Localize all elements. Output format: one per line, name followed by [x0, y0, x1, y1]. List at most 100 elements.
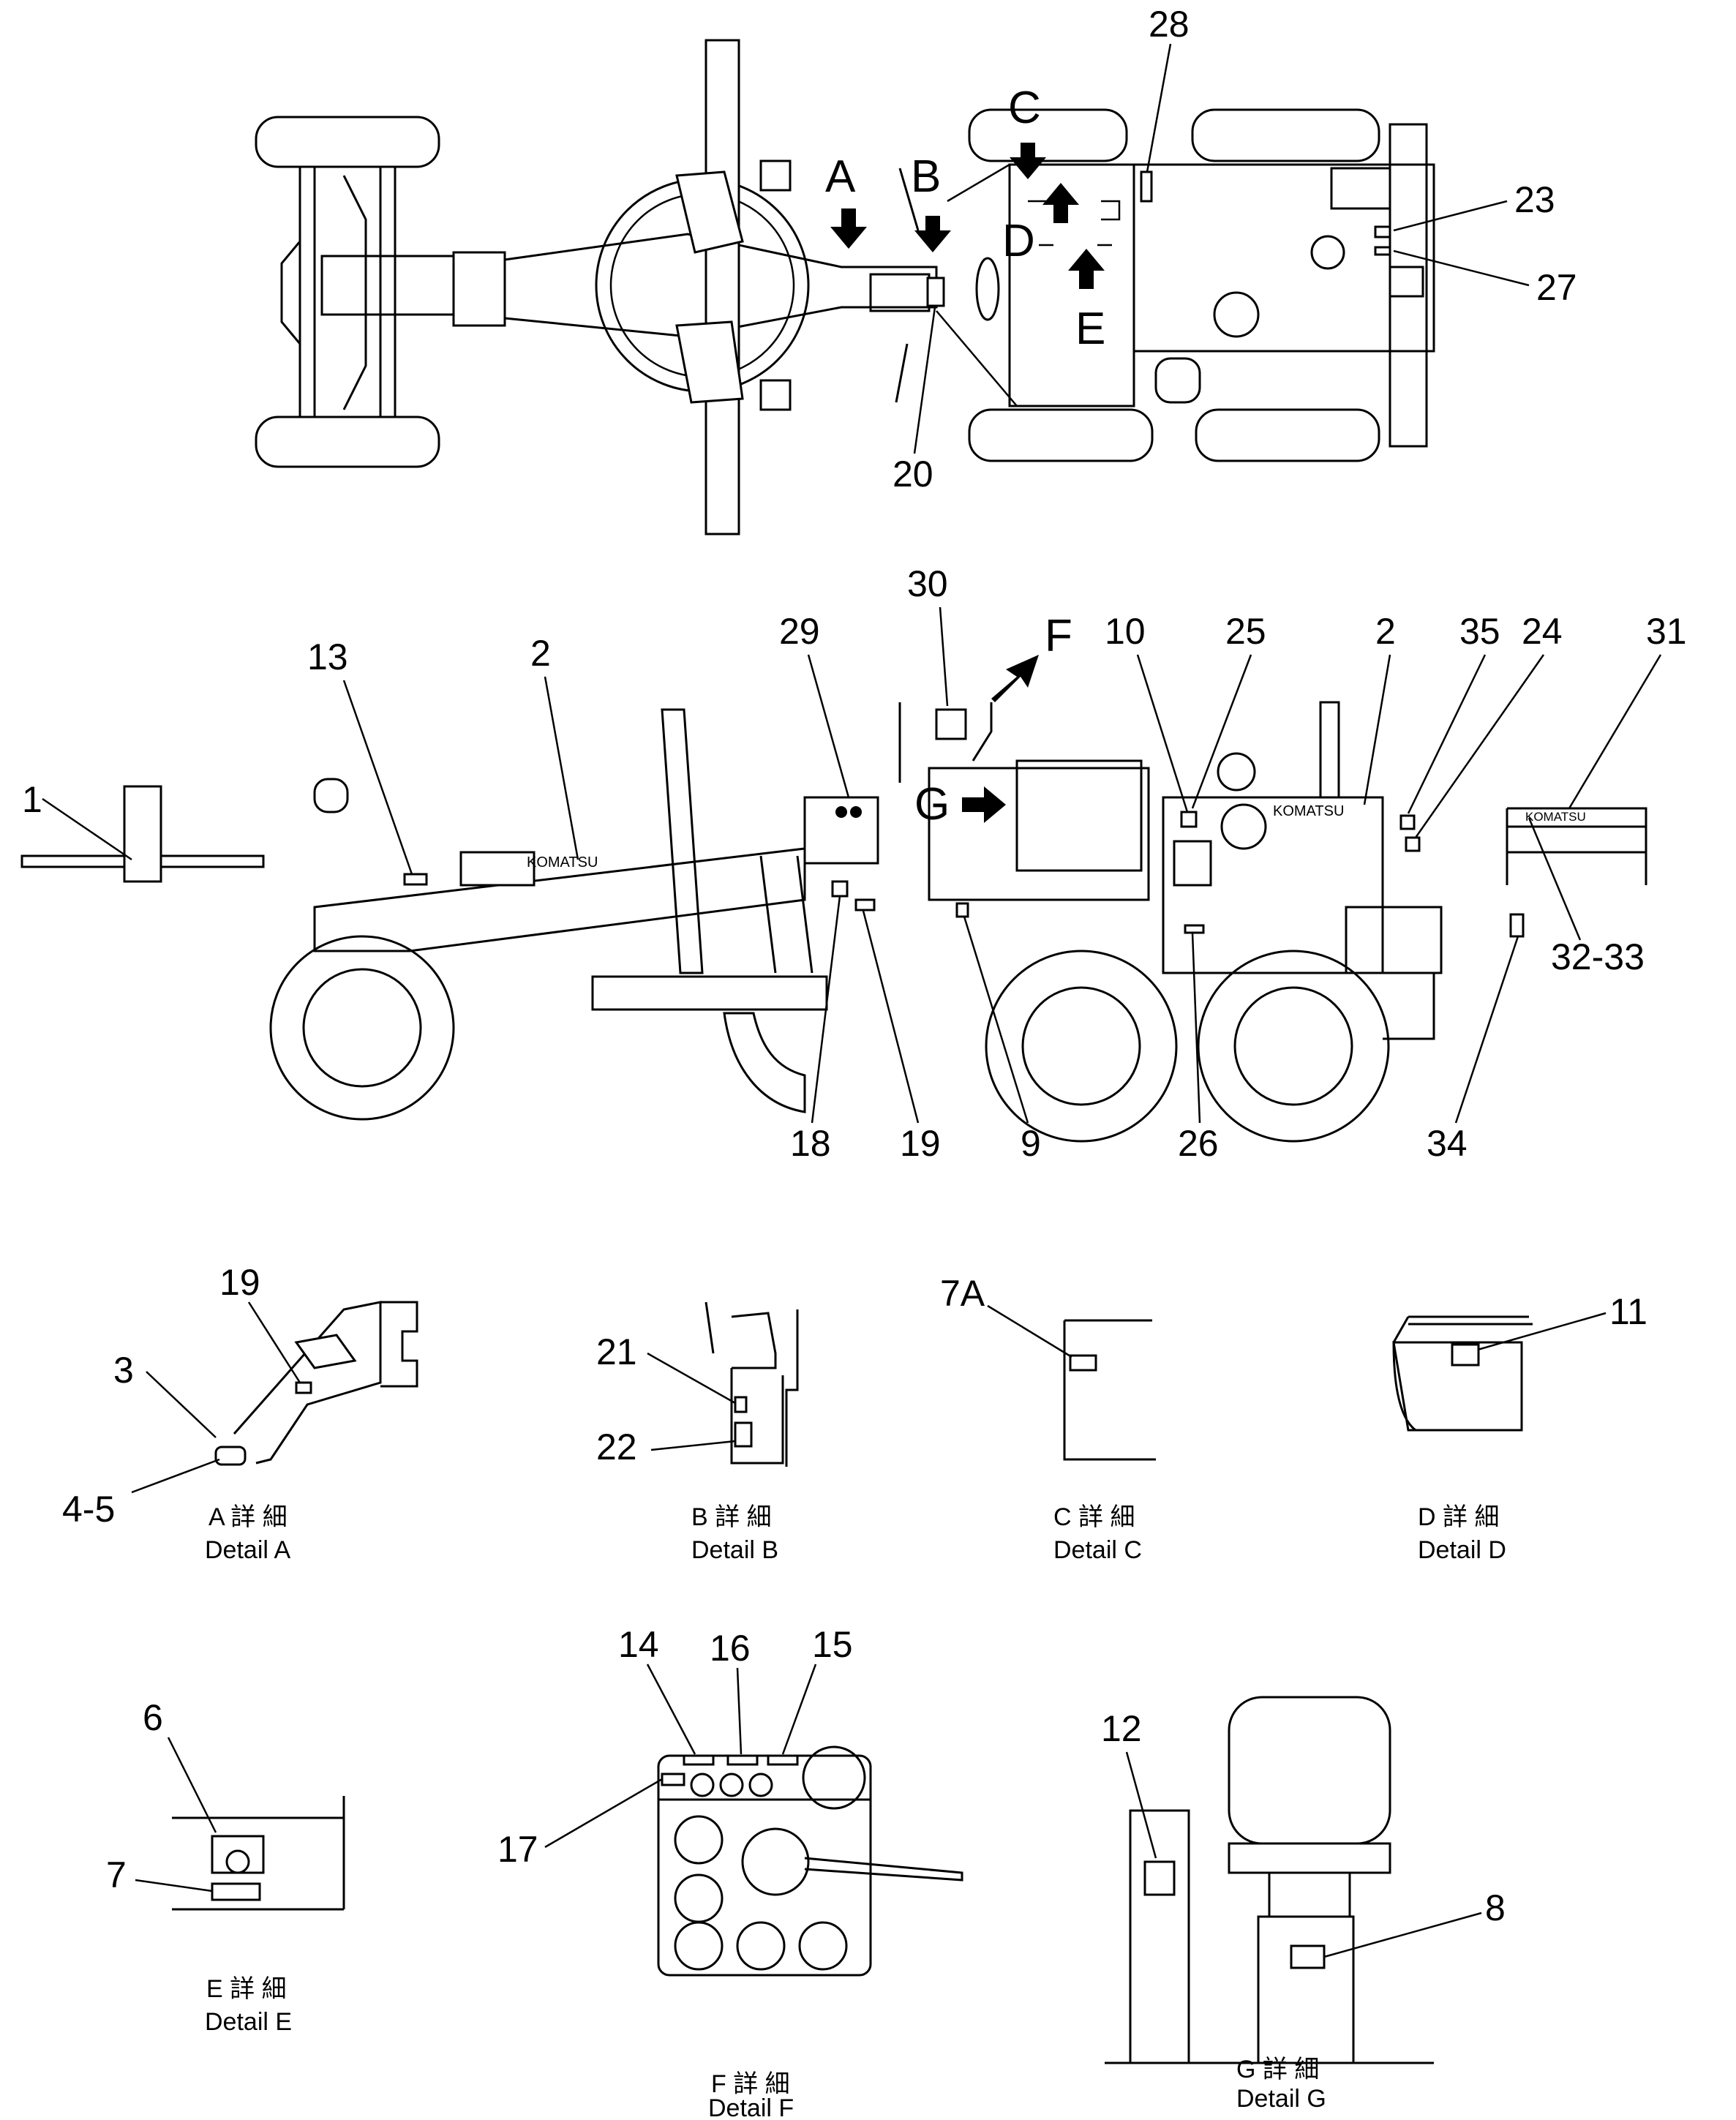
detail-d: 11 D 詳 細 Detail D [1392, 1291, 1647, 1564]
label-35-spot [1399, 814, 1416, 830]
leader-3 [146, 1371, 217, 1438]
leader-26 [1191, 932, 1201, 1124]
detail-b-code: B 詳 細 [691, 1503, 772, 1531]
leader-19a [247, 1301, 301, 1383]
detail-g-console [1129, 1809, 1190, 2064]
detail-f-label-15 [767, 1754, 799, 1766]
shift-lever [804, 1857, 963, 1882]
rear-small-box [1389, 266, 1424, 298]
callout-29: 29 [779, 611, 820, 652]
fuel-cap-top [1310, 235, 1345, 270]
detail-f-label-14 [683, 1754, 715, 1766]
leader-19b [862, 910, 920, 1124]
detail-g-label-12 [1143, 1860, 1176, 1896]
detail-c: 7A C 詳 細 Detail C [940, 1273, 1156, 1564]
cab-top [1008, 163, 1135, 407]
arrow-a-icon [830, 208, 867, 249]
leader-21 [647, 1352, 736, 1405]
callout-23: 23 [1514, 179, 1555, 220]
detail-b-label-21 [734, 1396, 748, 1413]
cab-pillars [898, 702, 993, 783]
callout-12: 12 [1101, 1708, 1142, 1749]
callout-2b: 2 [1375, 611, 1396, 652]
callout-25: 25 [1225, 611, 1266, 652]
callout-26: 26 [1178, 1123, 1219, 1164]
front-link [342, 175, 367, 410]
arrow-d-icon [1042, 183, 1079, 223]
front-axle [298, 167, 397, 417]
leader-12 [1125, 1751, 1157, 1859]
gauge-1 [674, 1815, 724, 1865]
arrow-f-icon [991, 655, 1039, 702]
detail-g-title: Detail G [1236, 2085, 1326, 2113]
callout-17: 17 [497, 1829, 538, 1870]
callout-8: 8 [1485, 1887, 1506, 1928]
frame-side [313, 847, 806, 952]
callout-3: 3 [113, 1350, 134, 1391]
arrow-e-icon [1068, 249, 1105, 289]
callout-24: 24 [1522, 611, 1563, 652]
rear-wheel-1-side [985, 950, 1178, 1143]
gauge-5 [798, 1921, 848, 1971]
lamp-dot-2 [850, 806, 862, 818]
detail-g-pedestal [1257, 1915, 1355, 2064]
callout-27: 27 [1536, 267, 1577, 308]
detail-e-title: Detail E [205, 2008, 292, 2036]
leader-2a [544, 676, 579, 860]
leader-24 [1414, 654, 1545, 838]
front-tire-top [255, 116, 440, 168]
detail-a-label-19 [295, 1381, 312, 1394]
label-26-spot [1184, 924, 1205, 934]
detail-d-title: Detail D [1418, 1536, 1506, 1564]
leader-32-33 [1528, 817, 1582, 941]
link-cylinders [759, 855, 813, 974]
callout-9: 9 [1021, 1123, 1041, 1164]
fuel-cap-side [1220, 803, 1267, 850]
detail-a-code: A 詳 細 [208, 1503, 288, 1531]
rops-frame [1506, 807, 1647, 885]
detail-c-panel [1063, 1319, 1156, 1461]
rops-brand: KOMATSU [1525, 810, 1586, 824]
detail-a-bracket [380, 1301, 418, 1388]
seat-back-side [1015, 759, 1143, 872]
exhaust-stack [1319, 701, 1340, 799]
gauge-small-1 [690, 1773, 715, 1797]
callout-7a: 7A [940, 1273, 985, 1314]
callout-21: 21 [596, 1331, 637, 1372]
leader-8 [1323, 1912, 1482, 1958]
leader-27 [1393, 249, 1530, 287]
detail-g-seat-back [1228, 1696, 1391, 1845]
gauge-3 [674, 1921, 724, 1971]
leader-2b [1363, 654, 1391, 805]
detail-c-code: C 詳 細 [1053, 1503, 1135, 1531]
rear-tire-2-top [1191, 108, 1380, 162]
view-letter-d: D [1002, 216, 1035, 266]
leader-15 [781, 1664, 817, 1755]
steering-column [869, 273, 931, 312]
leader-17 [544, 1778, 663, 1849]
rear-round-box [1154, 357, 1201, 404]
callout-31: 31 [1646, 611, 1687, 652]
leader-23 [1393, 200, 1508, 232]
leader-7a [987, 1304, 1072, 1358]
label-18-spot [831, 880, 849, 898]
label-28-spot [1140, 170, 1153, 203]
callout-16: 16 [710, 1628, 751, 1669]
front-blade-post [123, 785, 162, 883]
leader-11 [1477, 1312, 1607, 1351]
lift-cylinder [661, 708, 704, 974]
rear-tire-1-top [968, 108, 1128, 162]
callout-4-5: 4-5 [62, 1489, 115, 1530]
rear-tire-1-bottom [968, 408, 1154, 462]
detail-f-label-16 [726, 1754, 759, 1766]
drawbar [591, 975, 828, 1011]
rear-bumper [1345, 906, 1443, 1040]
view-letter-b: B [911, 151, 941, 202]
leader-35 [1407, 654, 1487, 814]
callout-20: 20 [893, 454, 933, 495]
detail-g-seat-cushion [1228, 1842, 1391, 1874]
steering-wheel [975, 257, 1000, 321]
arrow-c-icon [1010, 143, 1046, 179]
detail-f: 14 16 15 17 F 詳 細 Detail F [497, 1624, 963, 2120]
front-tire-bottom [255, 416, 440, 468]
